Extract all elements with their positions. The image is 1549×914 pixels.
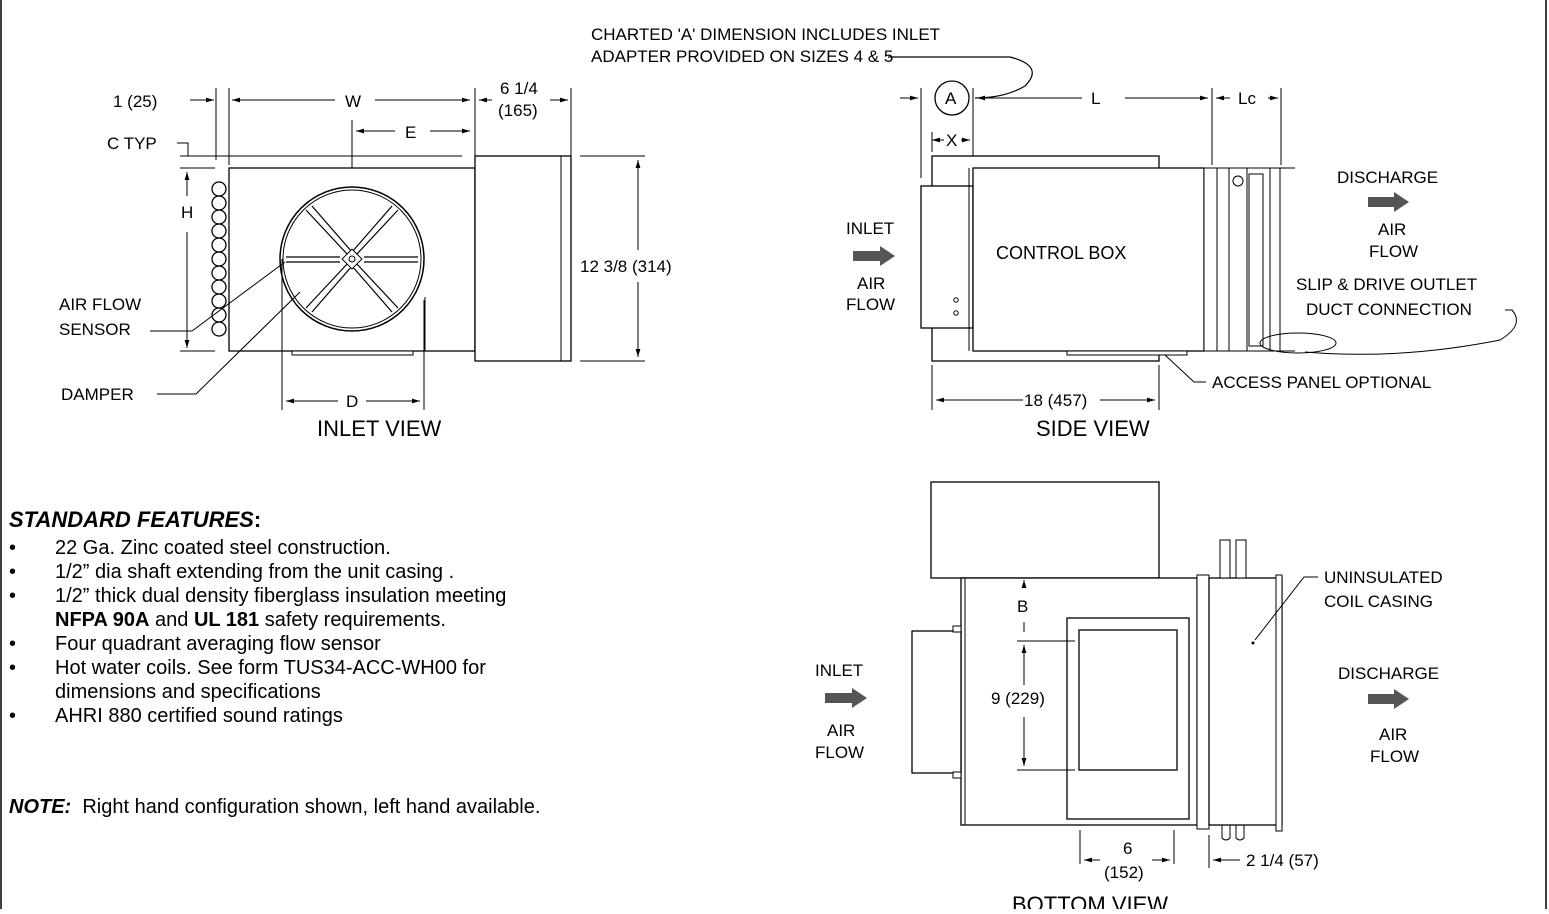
dim-l: L bbox=[1091, 89, 1100, 108]
features-list: 22 Ga. Zinc coated steel construction. 1… bbox=[9, 536, 709, 728]
access-panel: ACCESS PANEL OPTIONAL bbox=[1212, 373, 1431, 392]
standard-features: STANDARD FEATURES: 22 Ga. Zinc coated st… bbox=[9, 507, 709, 729]
side-view-title: SIDE VIEW bbox=[1036, 416, 1150, 441]
label-damper: DAMPER bbox=[61, 385, 134, 404]
bottom-inlet: INLET bbox=[815, 661, 863, 680]
label-sensor: SENSOR bbox=[59, 320, 131, 339]
dim-1-25: 1 (25) bbox=[113, 92, 157, 111]
feature-item: Hot water coils. See form TUS34-ACC-WH00… bbox=[9, 656, 709, 704]
feature-item: Four quadrant averaging flow sensor bbox=[9, 632, 709, 656]
feature-item: AHRI 880 certified sound ratings bbox=[9, 704, 709, 728]
label-air-flow: AIR FLOW bbox=[59, 295, 141, 314]
side-view: A L Lc X CONTROL BOX INLET bbox=[846, 80, 1517, 441]
note-text: Right hand configuration shown, left han… bbox=[71, 796, 541, 818]
bottom-view-title: BOTTOM VIEW bbox=[1012, 892, 1168, 909]
side-discharge-air: AIR bbox=[1378, 220, 1406, 239]
dim-6: 6 bbox=[1123, 839, 1132, 858]
dim-b: B bbox=[1017, 597, 1028, 616]
note: NOTE: Right hand configuration shown, le… bbox=[9, 796, 540, 819]
bottom-air: AIR bbox=[827, 721, 855, 740]
bottom-discharge-flow: FLOW bbox=[1370, 747, 1419, 766]
side-flow: FLOW bbox=[846, 295, 895, 314]
bottom-flow: FLOW bbox=[815, 743, 864, 762]
dim-e: E bbox=[405, 123, 416, 142]
dim-h: H bbox=[181, 203, 193, 222]
control-box-label: CONTROL BOX bbox=[996, 243, 1126, 263]
dim-d: D bbox=[346, 392, 358, 411]
callout-a-line2: ADAPTER PROVIDED ON SIZES 4 & 5 bbox=[591, 47, 893, 66]
note-label: NOTE: bbox=[9, 796, 72, 818]
feature-item: 22 Ga. Zinc coated steel construction. bbox=[9, 536, 709, 560]
bottom-view: B 9 (229) UNINSULATED COIL CASING INLET … bbox=[815, 481, 1443, 914]
dim-a: A bbox=[945, 89, 957, 108]
uninsulated-line1: UNINSULATED bbox=[1324, 568, 1443, 587]
side-discharge: DISCHARGE bbox=[1337, 168, 1438, 187]
side-discharge-flow: FLOW bbox=[1369, 242, 1418, 261]
dim-9-229: 9 (229) bbox=[991, 689, 1045, 708]
dim-18-457: 18 (457) bbox=[1024, 391, 1087, 410]
dim-152: (152) bbox=[1104, 863, 1144, 882]
inlet-view: 1 (25) W 6 1/4 (165) E C TYP H bbox=[59, 79, 672, 441]
feature-item: 1/2” thick dual density fiberglass insul… bbox=[9, 584, 709, 632]
dim-w: W bbox=[345, 92, 361, 111]
dim-165: (165) bbox=[498, 101, 538, 120]
slip-drive-line2: DUCT CONNECTION bbox=[1306, 300, 1472, 319]
dim-x: X bbox=[946, 131, 957, 150]
features-heading: STANDARD FEATURES: bbox=[9, 507, 262, 532]
dim-lc: Lc bbox=[1238, 89, 1256, 108]
dim-c-typ: C TYP bbox=[107, 134, 157, 153]
side-air: AIR bbox=[857, 274, 885, 293]
callout-a-line1: CHARTED 'A' DIMENSION INCLUDES INLET bbox=[591, 25, 940, 44]
bottom-discharge-air: AIR bbox=[1379, 725, 1407, 744]
feature-item: 1/2” dia shaft extending from the unit c… bbox=[9, 560, 709, 584]
inlet-view-title: INLET VIEW bbox=[317, 416, 442, 441]
side-inlet: INLET bbox=[846, 219, 894, 238]
dim-12-3-8: 12 3/8 (314) bbox=[580, 257, 672, 276]
uninsulated-line2: COIL CASING bbox=[1324, 592, 1433, 611]
slip-drive-line1: SLIP & DRIVE OUTLET bbox=[1296, 275, 1477, 294]
dim-6-1-4: 6 1/4 bbox=[500, 79, 538, 98]
bottom-discharge: DISCHARGE bbox=[1338, 664, 1439, 683]
dim-2-1-4: 2 1/4 (57) bbox=[1246, 851, 1319, 870]
